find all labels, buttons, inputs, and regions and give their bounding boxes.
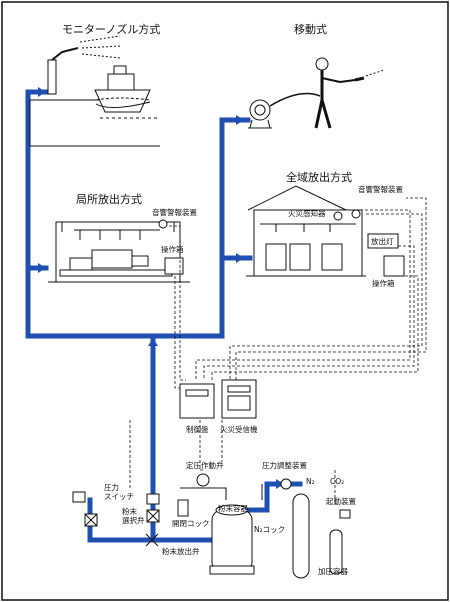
pipe-main-left xyxy=(25,89,156,339)
label-pressure-regulator: 圧力調整装置 xyxy=(262,461,307,470)
mobile-illustration xyxy=(248,57,385,129)
label-fire-detector: 火災感知器 xyxy=(288,209,326,218)
label-control-panel: 制御盤 xyxy=(186,425,209,434)
pipe-to-mobile xyxy=(150,117,251,339)
label-fire-receiver: 火災受信機 xyxy=(220,425,258,434)
label-control-box-total: 操作箱 xyxy=(372,279,395,288)
bottom-equipment xyxy=(72,473,351,579)
pipe-arrows xyxy=(38,87,284,489)
label-powder-container: 粉末容器 xyxy=(218,504,248,513)
arrow-total xyxy=(236,253,244,263)
label-n2-cock: N₂コック xyxy=(254,525,286,534)
label-alarm-total: 音響警報装置 xyxy=(358,185,403,194)
section-title-monitor-nozzle: モニターノズル方式 xyxy=(62,23,161,36)
label-control-box-local: 操作箱 xyxy=(161,245,184,254)
label-co2: CO₂ xyxy=(330,477,345,486)
panels xyxy=(179,379,257,419)
label-discharge-lamp: 放出灯 xyxy=(371,237,394,246)
arrow-monitor xyxy=(38,87,46,97)
section-title-mobile: 移動式 xyxy=(294,23,327,36)
total-flooding-illustration xyxy=(246,185,405,277)
label-powder-selector-valve: 粉末 選択弁 xyxy=(122,507,145,525)
label-constant-pressure-valve: 定圧作動弁 xyxy=(186,461,224,470)
label-pressure-switch: 圧力 スイッチ xyxy=(104,483,134,501)
label-open-close-cock: 開閉コック xyxy=(172,519,210,528)
label-n2-top: N₂ xyxy=(306,477,315,486)
local-discharge-illustration xyxy=(48,219,190,283)
section-title-local-discharge: 局所放出方式 xyxy=(76,193,142,206)
label-alarm-local: 音響警報装置 xyxy=(152,208,197,217)
pipe-network xyxy=(25,89,303,543)
arrow-up xyxy=(148,338,158,346)
arrow-local xyxy=(38,263,46,273)
signal-wiring xyxy=(129,197,427,500)
arrow-n2 xyxy=(276,479,284,489)
label-pressure-vessel: 加圧容器 xyxy=(318,567,348,576)
label-starter: 起動装置 xyxy=(326,497,356,506)
section-title-total-flooding: 全域放出方式 xyxy=(286,171,352,184)
arrow-mobile xyxy=(236,115,244,125)
monitor-nozzle-illustration xyxy=(29,35,160,147)
label-powder-discharge-valve: 粉末放出弁 xyxy=(162,547,200,556)
